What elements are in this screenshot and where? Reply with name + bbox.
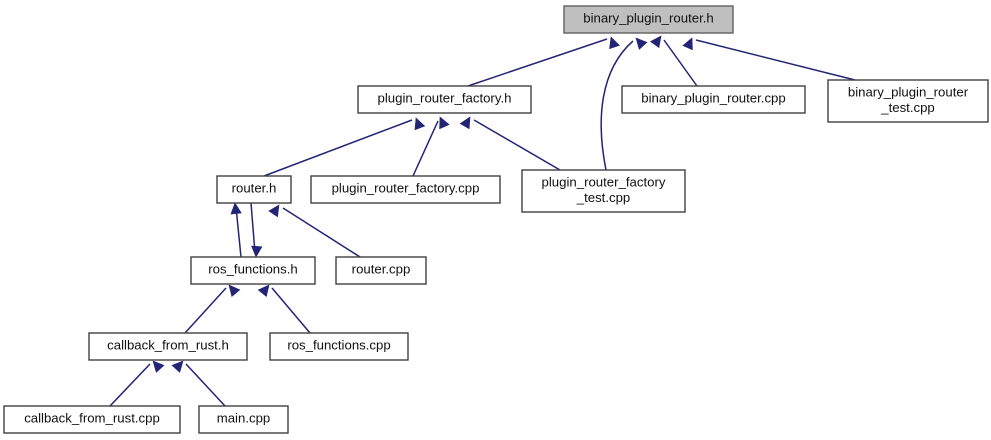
edge-line xyxy=(467,38,608,87)
graph-edge xyxy=(184,284,241,334)
node-box[interactable] xyxy=(310,175,501,204)
graph-edge xyxy=(109,360,165,407)
edge-arrowhead-icon xyxy=(152,360,165,373)
node-box[interactable] xyxy=(269,332,409,361)
node-label: binary_plugin_router.h xyxy=(583,11,714,26)
node-label: callback_from_rust.h xyxy=(107,338,229,353)
graph-nodes-layer: binary_plugin_router.h plugin_router_fact… xyxy=(3,5,989,434)
node-box[interactable] xyxy=(827,79,989,123)
node-label: binary_plugin_router_test.cpp xyxy=(848,85,969,116)
node-label: plugin_router_factory.h xyxy=(378,91,512,106)
node-box[interactable] xyxy=(335,256,427,285)
graph-node-callback-from-rust-h[interactable]: callback_from_rust.h xyxy=(88,332,248,361)
graph-node-router-cpp[interactable]: router.cpp xyxy=(335,256,427,285)
node-label: plugin_router_factory_test.cpp xyxy=(542,175,666,206)
graph-edge xyxy=(171,360,226,407)
graph-edge xyxy=(257,284,311,334)
node-box[interactable] xyxy=(357,85,532,114)
graph-node-ros-functions-h[interactable]: ros_functions.h xyxy=(190,256,316,285)
graph-node-plugin-router-factory-cpp[interactable]: plugin_router_factory.cpp xyxy=(310,175,501,204)
graph-edge xyxy=(230,202,242,258)
graph-node-main-cpp[interactable]: main.cpp xyxy=(198,405,289,434)
edge-arrowhead-icon xyxy=(649,35,662,49)
edge-arrowhead-icon xyxy=(414,117,426,131)
node-label: main.cpp xyxy=(217,411,271,426)
graph-node-binary-plugin-router-h[interactable]: binary_plugin_router.h xyxy=(563,5,734,34)
edge-arrowhead-icon xyxy=(230,202,242,215)
edge-arrowhead-icon xyxy=(609,36,620,50)
edge-arrowhead-icon xyxy=(635,37,648,50)
graph-edges-layer xyxy=(109,35,856,407)
edge-line xyxy=(235,206,242,258)
node-label: callback_from_rust.cpp xyxy=(24,411,160,426)
graph-edge xyxy=(268,204,361,258)
node-box[interactable] xyxy=(3,405,181,434)
edge-line xyxy=(412,120,439,177)
edge-line xyxy=(282,207,361,258)
edge-line xyxy=(663,39,698,87)
edge-line xyxy=(263,119,413,177)
graph-node-callback-from-rust-cpp[interactable]: callback_from_rust.cpp xyxy=(3,405,181,434)
graph-edge xyxy=(263,117,426,177)
edge-arrowhead-icon xyxy=(268,204,280,218)
graph-edge xyxy=(467,36,620,87)
edge-line xyxy=(695,39,856,81)
edge-line xyxy=(271,287,311,334)
edge-arrowhead-icon xyxy=(682,37,693,51)
node-box[interactable] xyxy=(190,256,316,285)
graph-edge xyxy=(649,35,698,87)
edge-arrowhead-icon xyxy=(257,284,270,298)
graph-node-plugin-router-factory-test-cpp[interactable]: plugin_router_factory_test.cpp xyxy=(521,169,686,213)
graph-node-binary-plugin-router-test-cpp[interactable]: binary_plugin_router_test.cpp xyxy=(827,79,989,123)
graph-edge xyxy=(682,37,856,81)
node-label: router.cpp xyxy=(352,262,411,277)
node-label: router.h xyxy=(232,181,277,196)
edge-line xyxy=(600,40,634,171)
node-box[interactable] xyxy=(563,5,734,34)
graph-node-ros-functions-cpp[interactable]: ros_functions.cpp xyxy=(269,332,409,361)
graph-edge xyxy=(250,202,263,258)
node-label: plugin_router_factory.cpp xyxy=(332,181,480,196)
graph-node-plugin-router-factory-h[interactable]: plugin_router_factory.h xyxy=(357,85,532,114)
node-box[interactable] xyxy=(88,332,248,361)
node-box[interactable] xyxy=(198,405,289,434)
node-box[interactable] xyxy=(216,175,292,204)
edge-line xyxy=(109,363,151,407)
node-label: ros_functions.h xyxy=(208,262,297,277)
graph-edge xyxy=(459,116,561,171)
edge-line xyxy=(473,119,561,171)
node-label: binary_plugin_router.cpp xyxy=(641,91,785,106)
node-box[interactable] xyxy=(621,85,806,114)
graph-node-router-h[interactable]: router.h xyxy=(216,175,292,204)
edge-arrowhead-icon xyxy=(228,284,241,298)
edge-arrowhead-icon xyxy=(251,245,263,258)
edge-arrowhead-icon xyxy=(459,116,471,130)
edge-line xyxy=(184,287,227,334)
edge-line xyxy=(185,363,226,407)
edge-arrowhead-icon xyxy=(439,116,450,130)
node-label: ros_functions.cpp xyxy=(287,338,390,353)
edge-arrowhead-icon xyxy=(171,360,184,373)
graph-node-binary-plugin-router-cpp[interactable]: binary_plugin_router.cpp xyxy=(621,85,806,114)
node-box[interactable] xyxy=(521,169,686,213)
graph-edge xyxy=(600,37,648,171)
graph-edge xyxy=(412,116,450,177)
edge-line xyxy=(250,202,256,254)
